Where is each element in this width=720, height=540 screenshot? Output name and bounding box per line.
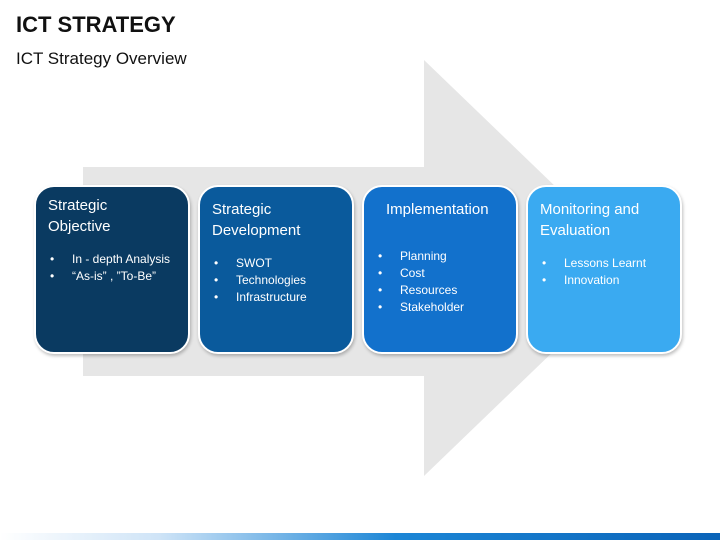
stage-item-list: SWOT Technologies Infrastructure: [212, 255, 342, 306]
stage-item-list: Lessons Learnt Innovation: [540, 255, 670, 289]
stage-item: “As-is” , ”To-Be”: [48, 268, 178, 285]
stage-title: Implementation: [386, 201, 489, 218]
stage-item: Technologies: [212, 272, 342, 289]
stage-title: Strategic Objective: [48, 197, 111, 235]
stage-box-strategic-objective: Strategic Objective In - depth Analysis …: [34, 185, 190, 354]
stage-box-implementation: Implementation Planning Cost Resources S…: [362, 185, 518, 354]
slide-subtitle: ICT Strategy Overview: [16, 49, 187, 68]
stage-item: Innovation: [540, 272, 670, 289]
stage-item: Planning: [376, 248, 506, 265]
slide-title: ICT STRATEGY: [16, 12, 176, 37]
stage-item-list: In - depth Analysis “As-is” , ”To-Be”: [48, 251, 178, 285]
stage-item: Stakeholder: [376, 299, 506, 316]
stage-item: Lessons Learnt: [540, 255, 670, 272]
stage-box-monitoring-evaluation: Monitoring and Evaluation Lessons Learnt…: [526, 185, 682, 354]
stage-title: Strategic Development: [212, 201, 301, 239]
stage-item-list: Planning Cost Resources Stakeholder: [376, 248, 506, 316]
stage-title: Monitoring and Evaluation: [540, 201, 640, 239]
stage-item: SWOT: [212, 255, 342, 272]
stage-item: Infrastructure: [212, 289, 342, 306]
stage-item: Resources: [376, 282, 506, 299]
stage-item: In - depth Analysis: [48, 251, 178, 268]
stage-box-strategic-development: Strategic Development SWOT Technologies …: [198, 185, 354, 354]
stage-item: Cost: [376, 265, 506, 282]
arrow-shape: [83, 60, 640, 476]
bottom-accent-bar: [0, 533, 720, 540]
